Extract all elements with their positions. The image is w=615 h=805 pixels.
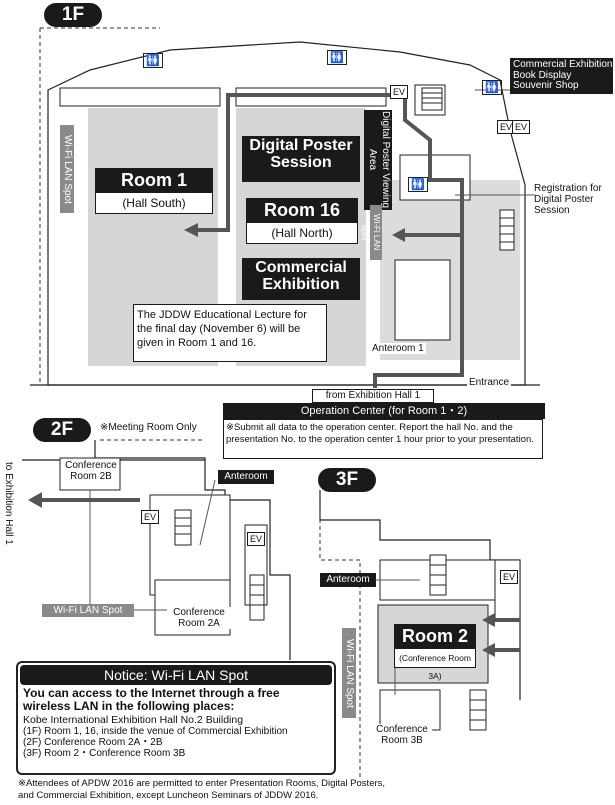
room1-sub-label: (Hall South)	[95, 192, 213, 214]
poster-viewing-label: Digital Poster Viewing Area	[364, 110, 392, 210]
ev-label: EV	[247, 532, 265, 546]
restroom-icon: 🚻	[482, 80, 502, 95]
conf3b-label: Conference Room 3B	[372, 724, 432, 746]
stairs-icon	[174, 509, 265, 621]
anteroom-2f-label: Anteroom	[218, 470, 274, 484]
poster-session-label: Digital Poster Session	[242, 136, 360, 182]
exhibition-book-label: Commercial Exhibition Book Display Souve…	[510, 58, 613, 94]
ev-label: EV	[141, 510, 159, 524]
ev-label: EV	[390, 85, 408, 99]
wifi-spot-2f: Wi-Fi LAN Spot	[42, 604, 134, 617]
operation-note: ※Submit all data to the operation center…	[223, 419, 543, 459]
notice-lead: You can access to the Internet through a…	[23, 686, 280, 713]
anteroom-3f-label: Anteroom	[320, 573, 376, 587]
commercial-exhibition-label: Commercial Exhibition	[242, 258, 360, 300]
operation-center-label: Operation Center (for Room 1・2)	[223, 403, 545, 419]
floor-3f-label: 3F	[318, 468, 376, 492]
notice-building: Kobe International Exhibition Hall No.2 …	[23, 714, 244, 726]
meeting-only-label: ※Meeting Room Only	[100, 422, 197, 433]
registration-label: Registration for Digital Poster Session	[534, 183, 602, 216]
footnote: ※Attendees of APDW 2016 are permitted to…	[18, 778, 386, 801]
ev-label: EV	[512, 120, 530, 134]
ev-label: EV	[500, 570, 518, 584]
room2-label: Room 2	[394, 624, 476, 648]
room2-sub-label: (Conference Room 3A)	[394, 648, 476, 681]
notice-item: (1F) Room 1, 16, inside the venue of Com…	[23, 726, 288, 737]
conf2b-label: Conference Room 2B	[65, 460, 117, 482]
wifi-notice-box: Notice: Wi-Fi LAN Spot You can access to…	[16, 661, 336, 775]
room1-label: Room 1	[95, 168, 213, 192]
wifi-spot-1f-mid: Wi-Fi LAN Spot	[360, 205, 382, 260]
restroom-icon: 🚻	[143, 53, 163, 68]
room16-label: Room 16	[246, 198, 358, 222]
to-hall1-label: to Exhibition Hall 1	[3, 462, 14, 545]
stairs-icon	[421, 87, 515, 251]
conf2a-label: Conference Room 2A	[167, 607, 231, 629]
restroom-icon: 🚻	[327, 50, 347, 65]
floor-2f-label: 2F	[33, 418, 91, 442]
anteroom1-label: Anteroom 1	[370, 343, 426, 354]
entrance-label: Entrance	[467, 377, 512, 388]
ev-label: EV	[497, 120, 515, 134]
room16-sub-label: (Hall North)	[246, 222, 358, 244]
notice-title: Notice: Wi-Fi LAN Spot	[20, 665, 332, 685]
stairs-icon	[429, 554, 487, 731]
wifi-spot-3f: Wi-Fi LAN Spot	[342, 628, 356, 718]
notice-item: (2F) Conference Room 2A・2B	[23, 737, 163, 748]
notice-item: (3F) Room 2・Conference Room 3B	[23, 748, 186, 759]
from-hall-label: from Exhibition Hall 1	[312, 389, 434, 403]
lecture-note: The JDDW Educational Lecture for the fin…	[133, 304, 327, 362]
restroom-icon: 🚻	[408, 177, 428, 192]
wifi-spot-1f-left: Wi-Fi LAN Spot	[60, 125, 74, 213]
floor-1f-label: 1F	[44, 3, 102, 27]
